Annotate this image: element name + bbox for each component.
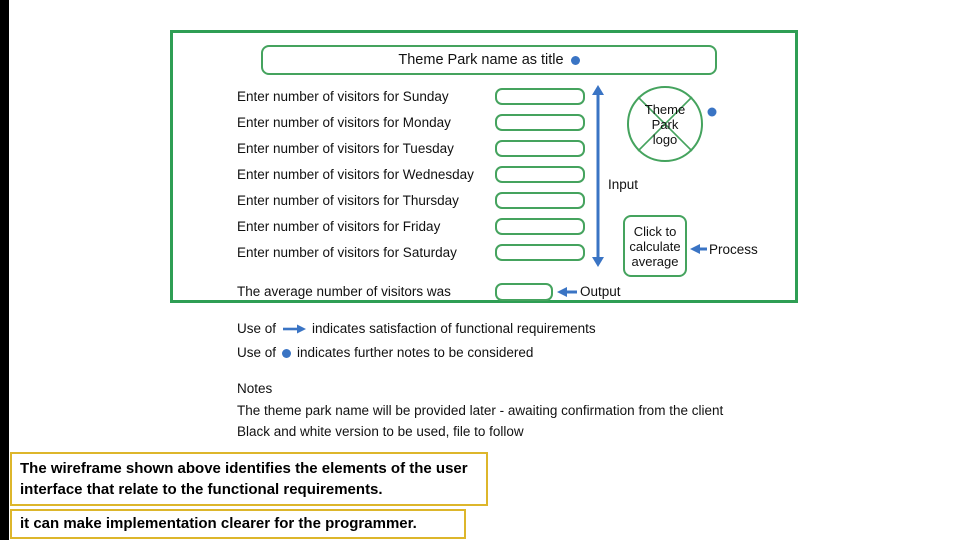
- callout-box-implementation: it can make implementation clearer for t…: [10, 509, 466, 539]
- note-marker-dot: [707, 107, 717, 117]
- notes-heading: Notes: [237, 381, 273, 396]
- calculate-average-button-label: Click to calculate average: [629, 223, 681, 269]
- callout-box-wireframe-purpose: The wireframe shown above identifies the…: [10, 452, 488, 506]
- visitors-input-saturday: [495, 244, 585, 261]
- process-annotation-label: Process: [709, 242, 758, 257]
- legend-dot-row: Use of indicates further notes to be con…: [237, 345, 533, 361]
- visitors-input-wednesday: [495, 166, 585, 183]
- input-range-arrow-icon: [592, 85, 604, 267]
- visitors-input-friday: [495, 218, 585, 235]
- visitors-label-wednesday: Enter number of visitors for Wednesday: [237, 167, 474, 182]
- title-placeholder: Theme Park name as title: [261, 45, 717, 75]
- visitors-input-monday: [495, 114, 585, 131]
- note-marker-dot: [570, 55, 580, 65]
- visitors-label-monday: Enter number of visitors for Monday: [237, 115, 451, 130]
- legend-text: indicates satisfaction of functional req…: [312, 321, 596, 336]
- callout-text: it can make implementation clearer for t…: [20, 515, 417, 532]
- arrow-icon: [283, 324, 307, 334]
- output-label: The average number of visitors was: [237, 284, 451, 299]
- legend-arrow-row: Use of indicates satisfaction of functio…: [237, 321, 596, 337]
- letterbox-bar: [0, 0, 9, 540]
- visitors-label-saturday: Enter number of visitors for Saturday: [237, 245, 457, 260]
- note-item: The theme park name will be provided lat…: [237, 403, 724, 418]
- process-arrow-icon: [690, 244, 707, 254]
- output-annotation-label: Output: [580, 284, 621, 299]
- legend-text: indicates further notes to be considered: [297, 345, 534, 360]
- legend-prefix: Use of: [237, 345, 277, 360]
- visitors-label-sunday: Enter number of visitors for Sunday: [237, 89, 449, 104]
- output-arrow-icon: [557, 287, 577, 297]
- logo-placeholder-label: Theme Park logo: [644, 101, 686, 147]
- output-value-box: [495, 283, 553, 301]
- wireframe-panel: Theme Park name as title Enter number of…: [170, 30, 798, 303]
- visitors-label-tuesday: Enter number of visitors for Tuesday: [237, 141, 454, 156]
- visitors-label-thursday: Enter number of visitors for Thursday: [237, 193, 459, 208]
- note-item: Black and white version to be used, file…: [237, 424, 524, 439]
- title-placeholder-label: Theme Park name as title: [398, 52, 564, 68]
- visitors-input-sunday: [495, 88, 585, 105]
- visitors-input-thursday: [495, 192, 585, 209]
- callout-text: The wireframe shown above identifies the…: [20, 460, 468, 498]
- input-annotation-label: Input: [608, 177, 639, 192]
- visitors-input-tuesday: [495, 140, 585, 157]
- dot-icon: [282, 348, 292, 358]
- legend-prefix: Use of: [237, 321, 277, 336]
- visitors-label-friday: Enter number of visitors for Friday: [237, 219, 441, 234]
- calculate-average-button: Click to calculate average: [623, 215, 687, 277]
- logo-placeholder: Theme Park logo: [627, 86, 703, 162]
